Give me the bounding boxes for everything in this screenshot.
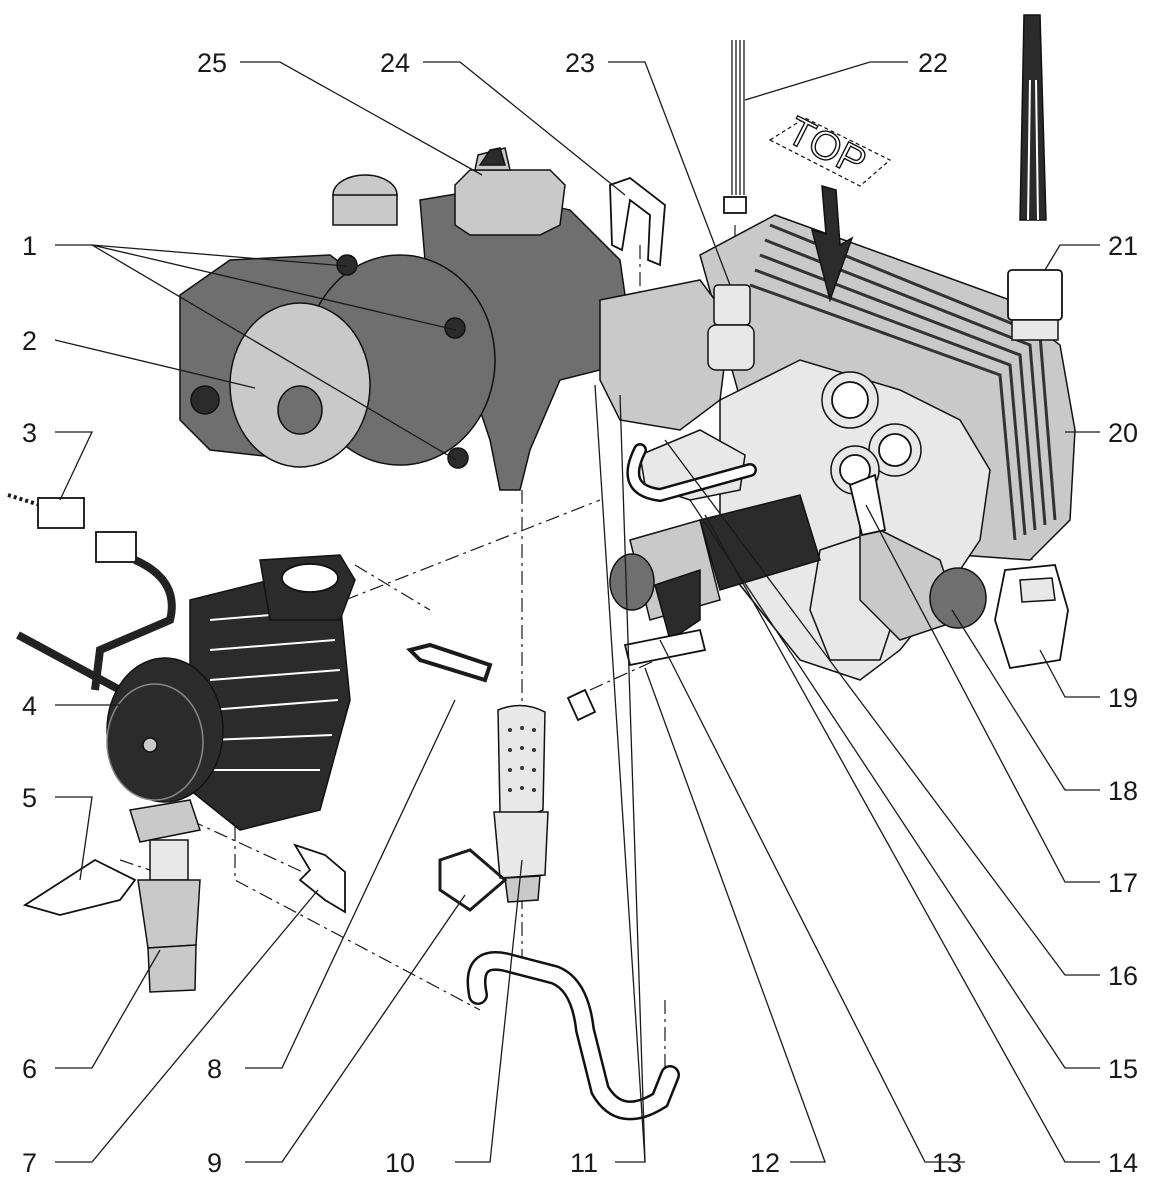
leader-lines (54, 61, 1100, 1163)
flow-sensor-cable (1007, 14, 1063, 341)
callout-1: 1 (22, 231, 37, 261)
callout-17: 17 (1108, 868, 1138, 898)
clip-24 (609, 176, 666, 267)
callout-11: 11 (570, 1148, 598, 1178)
callout-18: 18 (1108, 776, 1138, 806)
callout-7: 7 (22, 1148, 37, 1178)
callout-24: 24 (380, 48, 410, 78)
callout-13: 13 (932, 1148, 962, 1178)
callout-20: 20 (1108, 418, 1138, 448)
spring-clip-7 (292, 843, 346, 914)
callout-19: 19 (1108, 683, 1138, 713)
pressure-sensor (707, 40, 755, 371)
filter-cartridge (438, 704, 549, 912)
callout-12: 12 (750, 1148, 780, 1178)
callout-14: 14 (1108, 1148, 1138, 1178)
callout-25: 25 (197, 48, 227, 78)
air-vent (454, 147, 566, 236)
callout-4: 4 (22, 691, 37, 721)
callout-22: 22 (918, 48, 948, 78)
valve-body (332, 174, 731, 491)
callout-6: 6 (22, 1054, 37, 1084)
pump-motor (16, 554, 356, 831)
screw (566, 688, 597, 722)
flow-turbine (994, 564, 1069, 670)
pump-head (179, 254, 496, 469)
callout-15: 15 (1108, 1054, 1138, 1084)
callout-21: 21 (1108, 231, 1138, 261)
drain-valve (22, 799, 201, 993)
callout-16: 16 (1108, 961, 1138, 991)
callout-labels: 1 2 3 4 5 6 7 8 9 10 11 12 13 14 15 16 1… (22, 48, 1138, 1178)
bypass-pipe (626, 443, 757, 503)
callout-9: 9 (207, 1148, 222, 1178)
callout-2: 2 (22, 326, 37, 356)
wire-clip-8 (406, 642, 493, 683)
callout-10: 10 (385, 1148, 415, 1178)
callout-23: 23 (565, 48, 595, 78)
hose (466, 951, 680, 1121)
callout-8: 8 (207, 1054, 222, 1084)
callout-3: 3 (22, 418, 37, 448)
callout-5: 5 (22, 783, 37, 813)
top-arrow-icon (810, 184, 854, 303)
